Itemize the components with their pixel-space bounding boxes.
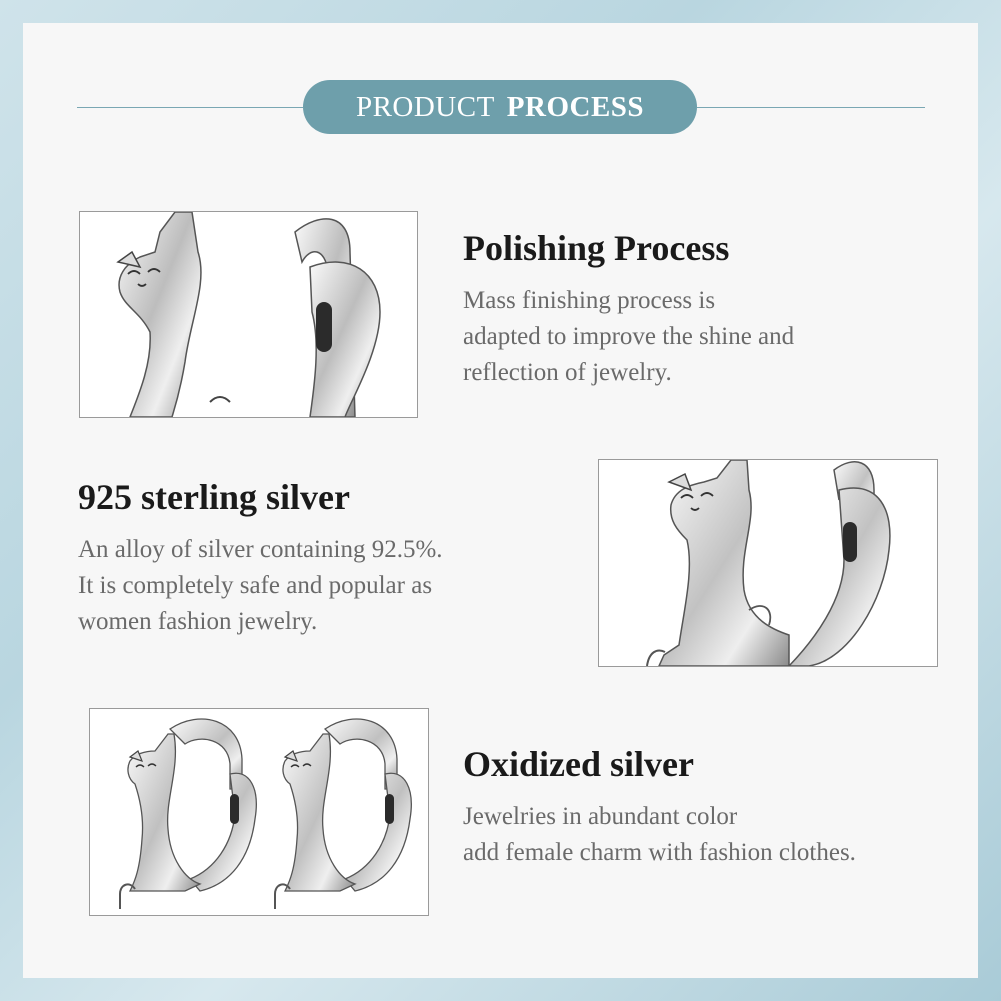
desc-line: Jewelries in abundant color (463, 803, 738, 830)
desc-line: reflection of jewelry. (463, 359, 672, 386)
section-desc-polishing: Mass finishing process is adapted to imp… (463, 283, 794, 391)
section-header-pill: PRODUCT PROCESS (303, 80, 697, 134)
header-label-bold: PROCESS (506, 90, 645, 123)
section-title-polishing: Polishing Process (463, 228, 730, 268)
section-desc-oxidized: Jewelries in abundant color add female c… (463, 799, 856, 871)
desc-line: An alloy of silver containing 92.5%. (78, 536, 443, 563)
cat-earring-pair-image (119, 718, 412, 909)
desc-line: adapted to improve the shine and (463, 323, 795, 350)
header-rule-right (697, 107, 925, 108)
cat-earring-closeup-image (116, 212, 381, 417)
oxidized-photo (89, 708, 429, 916)
sterling-photo (598, 459, 938, 667)
cat-earring-single-image (646, 460, 891, 666)
desc-line: add female charm with fashion clothes. (463, 839, 856, 866)
header-rule-left (77, 107, 303, 108)
polishing-photo (79, 211, 418, 418)
header-label-light: PRODUCT (355, 90, 495, 123)
section-desc-sterling: An alloy of silver containing 92.5%. It … (78, 532, 443, 640)
section-title-sterling: 925 sterling silver (78, 477, 350, 517)
desc-line: women fashion jewelry. (78, 608, 318, 635)
desc-line: It is completely safe and popular as (78, 572, 433, 599)
content-card: PRODUCT PROCESS Polishing Process Mass f… (23, 23, 978, 978)
section-title-oxidized: Oxidized silver (463, 744, 694, 784)
desc-line: Mass finishing process is (463, 287, 716, 314)
